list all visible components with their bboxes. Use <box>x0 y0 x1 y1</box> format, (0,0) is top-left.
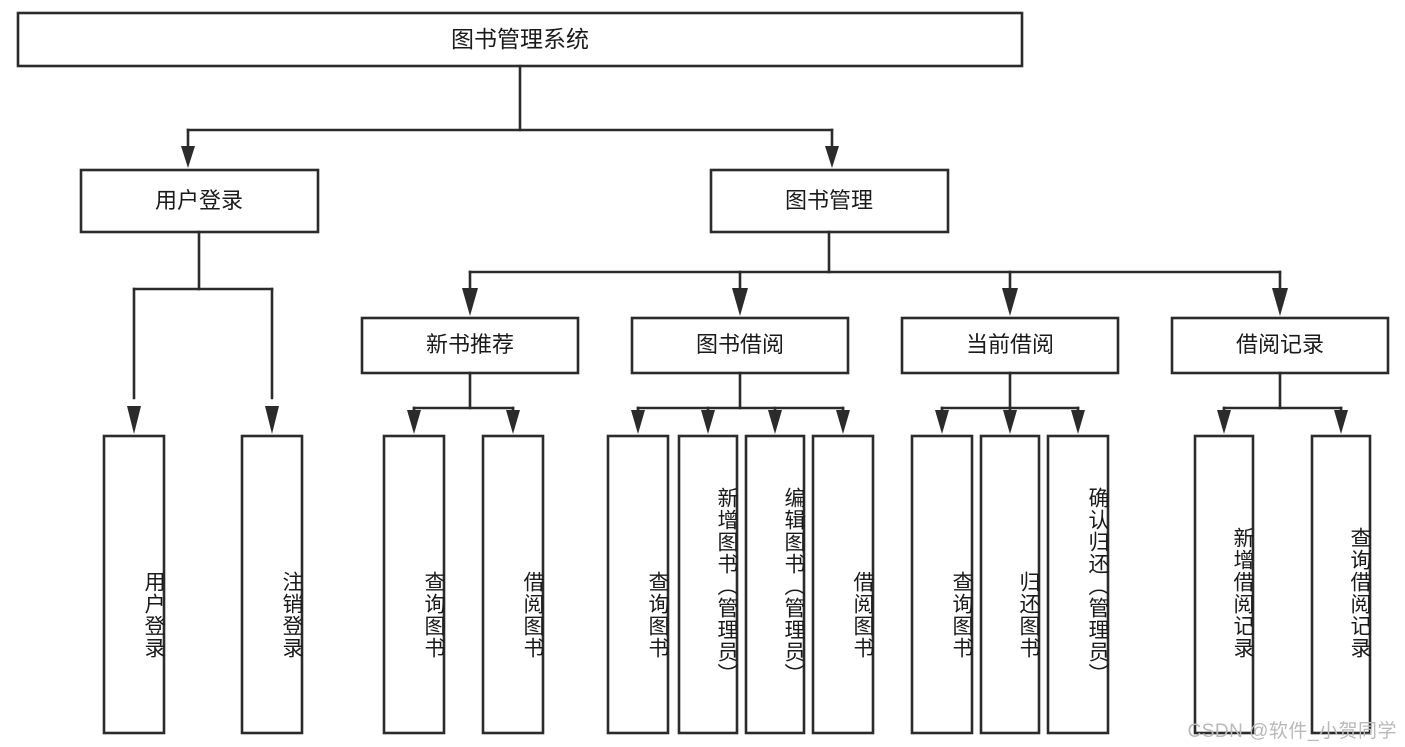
arrow-head-icon <box>631 410 645 434</box>
leaf-box-borrow-record-0[interactable] <box>1193 434 1255 735</box>
arrow-head-icon <box>1217 410 1231 434</box>
arrow-head-icon <box>1272 288 1288 316</box>
arrow-head-icon <box>1003 410 1017 434</box>
connector-book-management-children <box>462 230 1288 316</box>
node-root-system[interactable]: 图书管理系统 <box>16 11 1024 68</box>
node-book-management-label: 图书管理 <box>785 188 873 213</box>
connector-book-borrow-children <box>631 371 850 434</box>
arrow-head-icon <box>181 146 195 168</box>
node-current-borrow-label: 当前借阅 <box>966 332 1054 357</box>
leaf-box-new-book-0[interactable] <box>382 434 446 735</box>
connector-root-trunk <box>181 64 839 168</box>
node-new-book-recommend-label: 新书推荐 <box>426 332 514 357</box>
leaf-box-book-borrow-1[interactable] <box>677 434 739 735</box>
node-book-management[interactable]: 图书管理 <box>709 168 950 234</box>
arrow-head-icon <box>701 410 715 434</box>
arrow-head-icon <box>1071 410 1085 434</box>
leaf-box-book-borrow-2[interactable] <box>744 434 806 735</box>
arrow-head-icon <box>1002 288 1018 316</box>
node-book-borrow[interactable]: 图书借阅 <box>630 316 850 375</box>
arrow-head-icon <box>127 406 141 434</box>
leaf-box-current-borrow-1[interactable] <box>979 434 1041 735</box>
leaf-box-book-borrow-3[interactable] <box>811 434 875 735</box>
arrow-head-icon <box>935 410 949 434</box>
node-user-login[interactable]: 用户登录 <box>79 168 320 234</box>
node-current-borrow[interactable]: 当前借阅 <box>900 316 1120 375</box>
arrow-head-icon <box>1334 410 1348 434</box>
node-borrow-record-label: 借阅记录 <box>1236 332 1324 357</box>
node-borrow-record[interactable]: 借阅记录 <box>1170 316 1390 375</box>
node-user-login-label: 用户登录 <box>155 188 243 213</box>
node-new-book-recommend[interactable]: 新书推荐 <box>360 316 580 375</box>
connector-borrow-record-children <box>1217 371 1348 434</box>
leaf-box-user-login-1[interactable] <box>240 434 304 735</box>
csdn-watermark: CSDN @软件_小贺同学 <box>1187 721 1397 742</box>
leaf-box-user-login-0[interactable] <box>102 434 166 735</box>
arrow-head-icon <box>825 146 839 168</box>
leaf-box-current-borrow-0[interactable] <box>910 434 974 735</box>
arrow-head-icon <box>732 288 748 316</box>
arrow-head-icon <box>462 288 478 316</box>
arrow-head-icon <box>407 410 421 434</box>
connector-user-login-children <box>127 230 279 434</box>
connector-new-book-recommend-children <box>407 371 520 434</box>
arrow-head-icon <box>265 406 279 434</box>
leaf-box-current-borrow-2[interactable] <box>1046 434 1110 735</box>
leaf-box-new-book-1[interactable] <box>481 434 545 735</box>
arrow-head-icon <box>836 410 850 434</box>
leaf-box-borrow-record-1[interactable] <box>1310 434 1372 735</box>
connector-current-borrow-children <box>935 371 1085 434</box>
node-book-borrow-label: 图书借阅 <box>696 332 784 357</box>
leaf-box-book-borrow-0[interactable] <box>606 434 670 735</box>
arrow-head-icon <box>768 410 782 434</box>
arrow-head-icon <box>506 410 520 434</box>
node-root-system-label: 图书管理系统 <box>451 26 589 52</box>
